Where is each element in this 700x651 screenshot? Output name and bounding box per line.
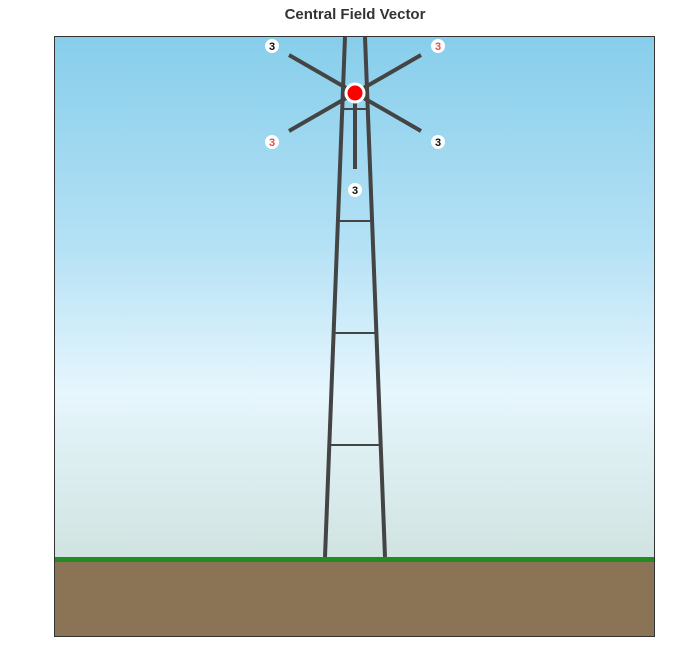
marker-label: 3 — [269, 137, 275, 149]
marker-label: 3 — [435, 137, 441, 149]
marker-label: 3 — [269, 41, 275, 53]
marker-top-left: 3 — [265, 39, 279, 53]
marker-label: 3 — [435, 41, 441, 53]
blade — [288, 91, 356, 133]
marker-bottom: 3 — [348, 183, 362, 197]
marker-mid-right: 3 — [431, 135, 445, 149]
marker-label: 3 — [352, 185, 358, 197]
blade — [354, 91, 422, 133]
diagram-title: Central Field Vector — [284, 6, 426, 23]
tower-leg-left — [323, 37, 347, 558]
marker-top-right: 3 — [431, 39, 445, 53]
marker-mid-left: 3 — [265, 135, 279, 149]
blade — [354, 53, 422, 95]
windmill-drawing: 3 3 3 3 3 — [265, 37, 445, 558]
ground — [55, 562, 654, 636]
tower-leg-right — [363, 37, 387, 558]
windmill-scene: 3 3 3 3 3 — [54, 36, 655, 637]
blade — [288, 53, 356, 95]
grass-line — [55, 557, 654, 562]
hub-marker — [344, 82, 366, 104]
